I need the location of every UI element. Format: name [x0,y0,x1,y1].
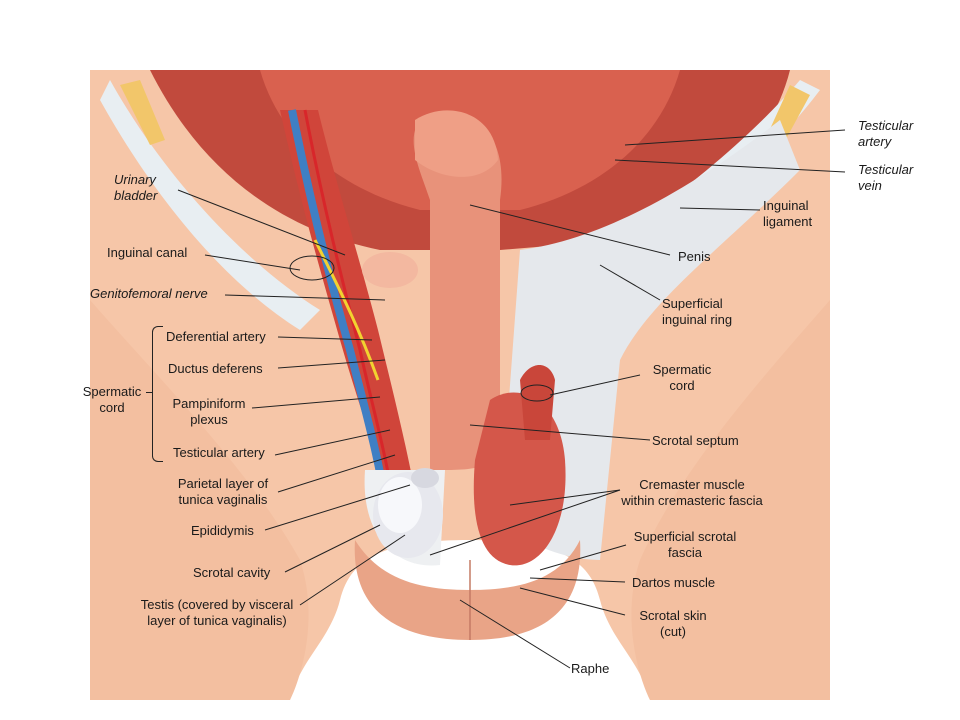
spermatic-cord-marker [520,384,554,402]
spermatic-cord-bracket-tip [146,392,152,393]
label-deferential-artery: Deferential artery [166,329,266,344]
urinary-bladder-shape [362,252,418,288]
label-testicular-vein: Testicular vein [858,162,914,193]
leader-lines [177,129,846,669]
left-testicular-artery [303,109,398,521]
label-penis: Penis [678,249,711,264]
label-dartos-muscle: Dartos muscle [632,575,716,590]
label-ductus-deferens: Ductus deferens [168,361,263,376]
epididymis-shape [411,468,439,488]
scrotal-skin-base [354,540,581,640]
left-inguinal-ligament [100,80,320,330]
label-raphe: Raphe [571,661,610,676]
spermatic-cord-bracket [152,326,163,462]
label-testicular-artery-top: Testicular artery [858,118,914,149]
label-testis: Testis (covered by visceral layer of tun… [140,597,294,628]
label-inguinal-ligament: Inguinal ligament [763,198,813,229]
right-thigh [631,300,830,700]
left-testicular-vein [288,109,392,521]
penis-shape [413,113,502,471]
label-epididymis: Epididymis [191,523,254,538]
label-parietal-layer: Parietal layer of tunica vaginalis [177,476,269,507]
testis-highlight [378,477,422,533]
label-testicular-artery-left: Testicular artery [173,445,265,460]
left-thigh [90,300,309,700]
label-genitofemoral-nerve: Genitofemoral nerve [90,286,208,301]
label-urinary-bladder: Urinary bladder [114,172,158,203]
right-spermatic-cord-shape [520,365,555,440]
penis-glans [415,110,498,177]
label-cremaster-muscle: Cremaster muscle within cremasteric fasc… [621,477,763,508]
label-scrotal-skin: Scrotal skin (cut) [639,608,707,639]
label-superficial-scrotal-fascia: Superficial scrotal fascia [633,529,737,560]
label-superficial-inguinal-ring: Superficial inguinal ring [662,296,733,327]
label-scrotal-cavity: Scrotal cavity [193,565,271,580]
right-fascia-sheet [500,120,800,560]
left-fat-pad [120,80,165,145]
label-inguinal-canal: Inguinal canal [107,245,188,260]
inguinal-canal-marker [289,255,335,281]
genitofemoral-nerve-line [313,239,380,381]
label-pampiniform-plexus: Pampiniform plexus [172,396,246,427]
label-spermatic-cord-right: Spermatic cord [652,362,712,393]
label-scrotal-septum: Scrotal septum [652,433,739,448]
label-spermatic-cord-left: Spermatic cord [82,384,142,415]
